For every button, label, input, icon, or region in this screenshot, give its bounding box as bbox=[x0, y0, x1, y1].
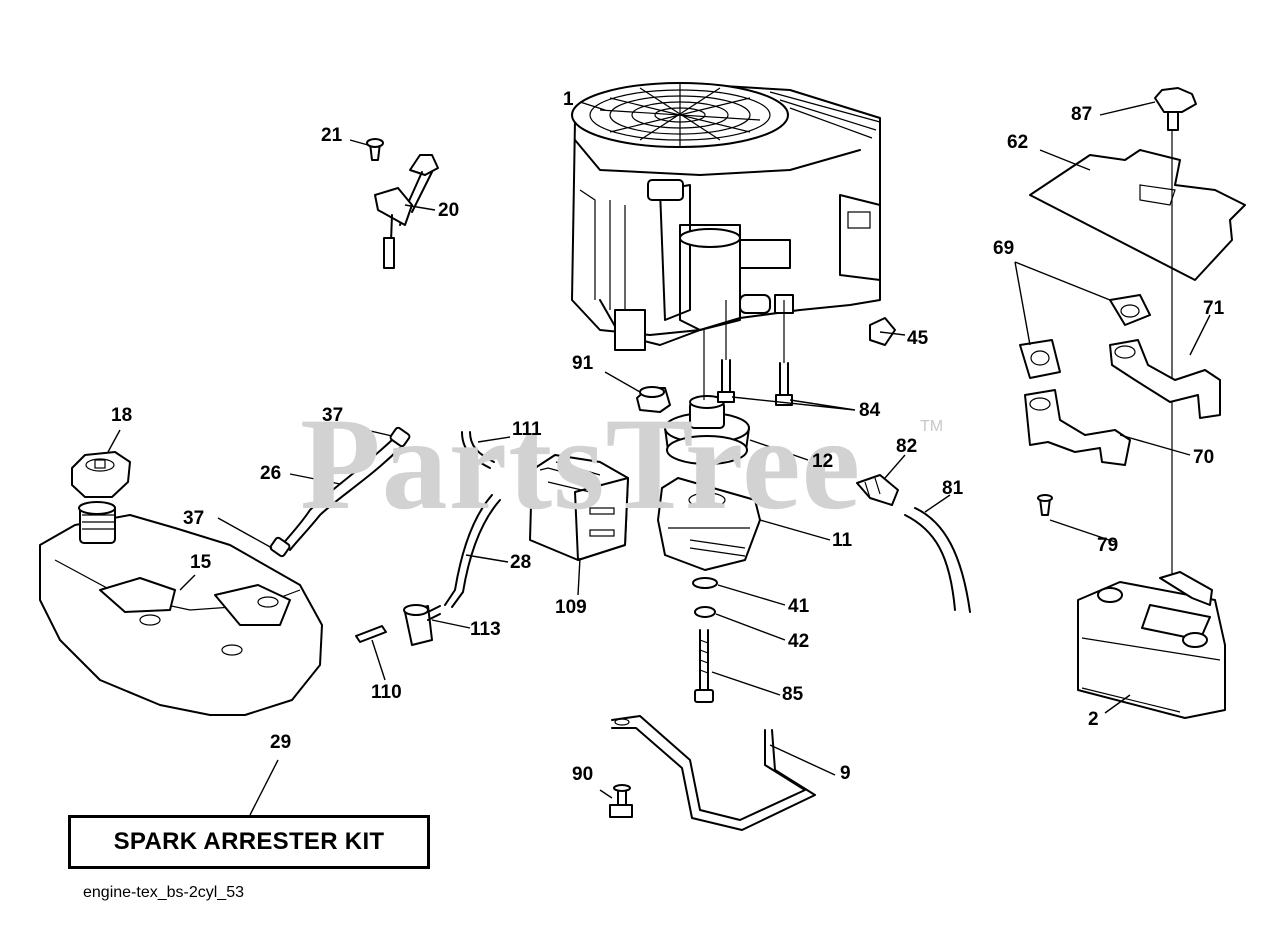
callout-21: 21 bbox=[321, 125, 343, 146]
engine-part bbox=[571, 82, 881, 351]
callout-91: 91 bbox=[572, 353, 594, 374]
muffler-guard bbox=[1029, 87, 1246, 575]
callout-1: 1 bbox=[563, 89, 574, 110]
clutch-assembly bbox=[636, 300, 793, 703]
callout-11: 11 bbox=[832, 530, 853, 551]
exhaust-pipes bbox=[1019, 294, 1221, 516]
callout-110: 110 bbox=[371, 682, 402, 703]
diagram-caption: engine-tex_bs-2cyl_53 bbox=[83, 884, 244, 901]
callout-37-bottom: 37 bbox=[183, 508, 205, 529]
fuel-tank-part bbox=[39, 451, 323, 716]
callout-42: 42 bbox=[788, 631, 810, 652]
muffler-part bbox=[1077, 571, 1226, 719]
callout-82: 82 bbox=[896, 436, 918, 457]
callout-29: 29 bbox=[270, 732, 292, 753]
callout-85: 85 bbox=[782, 684, 804, 705]
callout-18: 18 bbox=[111, 405, 133, 426]
callout-90: 90 bbox=[572, 764, 594, 785]
dipstick-assembly bbox=[366, 138, 439, 269]
callout-20: 20 bbox=[438, 200, 460, 221]
callout-69: 69 bbox=[993, 238, 1015, 259]
callout-41: 41 bbox=[788, 596, 810, 617]
callout-9: 9 bbox=[840, 763, 851, 784]
callout-2: 2 bbox=[1088, 709, 1099, 730]
callout-71: 71 bbox=[1203, 298, 1225, 319]
hose-and-fittings bbox=[856, 317, 971, 613]
watermark: PartsTree bbox=[300, 390, 862, 537]
callout-12: 12 bbox=[812, 451, 834, 472]
callout-37-top: 37 bbox=[322, 405, 344, 426]
spark-arrester-kit-box: SPARK ARRESTER KIT bbox=[68, 815, 430, 869]
callout-84: 84 bbox=[859, 400, 881, 421]
watermark-trademark: TM bbox=[920, 418, 944, 435]
callout-113: 113 bbox=[470, 619, 501, 640]
callout-79: 79 bbox=[1097, 535, 1119, 556]
callout-28: 28 bbox=[510, 552, 532, 573]
callout-87: 87 bbox=[1071, 104, 1093, 125]
regulator-part bbox=[529, 454, 629, 561]
spark-arrester-kit-label: SPARK ARRESTER KIT bbox=[113, 828, 385, 855]
callout-26: 26 bbox=[260, 463, 282, 484]
callout-111: 111 bbox=[512, 419, 542, 440]
leader-lines bbox=[107, 101, 1211, 816]
fuel-lines bbox=[269, 426, 501, 646]
callout-62: 62 bbox=[1007, 132, 1029, 153]
bracket-part bbox=[609, 715, 816, 831]
callout-15: 15 bbox=[190, 552, 212, 573]
callout-109: 109 bbox=[555, 597, 587, 618]
callout-81: 81 bbox=[942, 478, 964, 499]
callout-70: 70 bbox=[1193, 447, 1215, 468]
callout-45: 45 bbox=[907, 328, 929, 349]
